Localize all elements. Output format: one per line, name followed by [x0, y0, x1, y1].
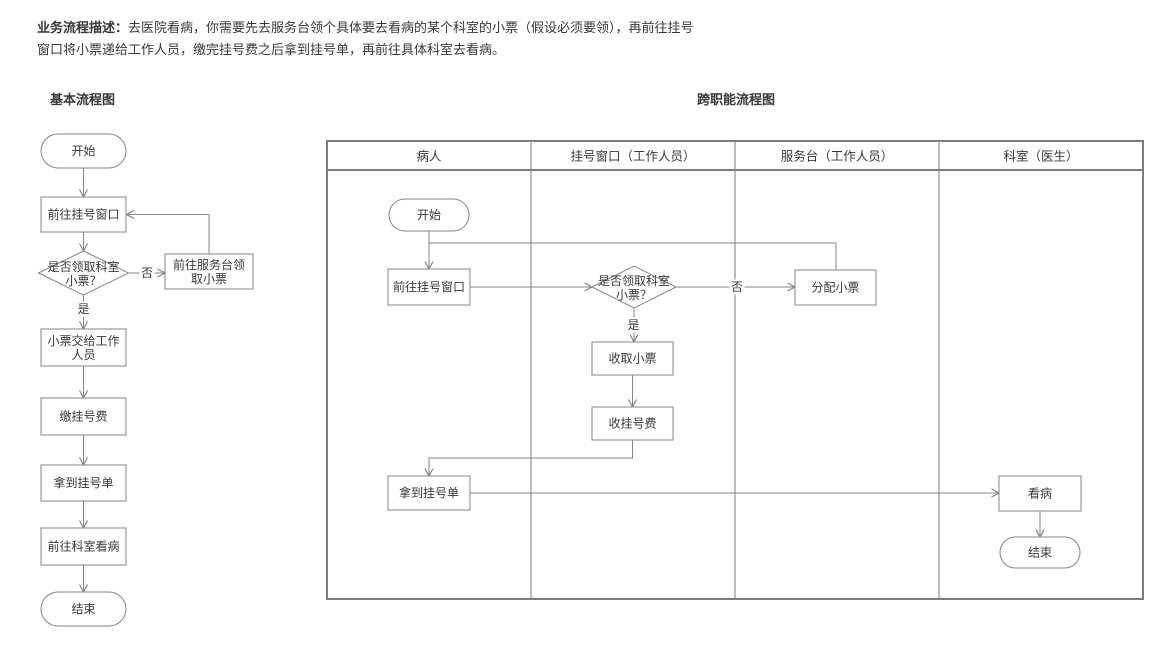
- basic-end-label: 结束: [71, 602, 95, 616]
- sl-collect-ticket-label: 收取小票: [608, 352, 656, 366]
- basic-get-slip-label: 拿到挂号单: [53, 475, 113, 490]
- sl-goto-window-label: 前往挂号窗口: [393, 279, 465, 294]
- basic-give-ticket-label-1: 小票交给工作: [47, 333, 119, 348]
- sl-goto-window-node: [387, 268, 471, 306]
- sl-see-doctor-label: 看病: [1028, 486, 1052, 501]
- swimlane-nodes: 开始 前往挂号窗口 是否领取科室 小票？ 分配小票 收取小票 收挂号费 拿到挂号…: [387, 198, 1082, 569]
- basic-no-label: 否: [141, 266, 153, 280]
- basic-get-ticket-label-1: 前往服务台领: [173, 257, 245, 272]
- sl-yes-label-bg: [626, 317, 641, 333]
- sl-decision-node: [590, 265, 678, 309]
- basic-end-node: [40, 591, 127, 627]
- sl-end-node: [999, 536, 1081, 569]
- sl-assign-ticket-label: 分配小票: [811, 281, 859, 295]
- swimlane-table: 病人 挂号窗口（工作人员） 服务台（工作人员） 科室（医生）: [326, 140, 1144, 600]
- sl-yes-label: 是: [627, 318, 639, 332]
- basic-give-ticket-node: [40, 328, 127, 367]
- lane-header-patient: 病人: [416, 149, 442, 164]
- sl-get-slip-label: 拿到挂号单: [399, 485, 459, 500]
- lane-header-registration-window: 挂号窗口（工作人员）: [570, 150, 695, 164]
- sl-decision-label-1: 是否领取科室: [598, 273, 670, 288]
- description-text-1: 去医院看病，你需要先去服务台领个具体要去看病的某个科室的小票（假设必须要领），再…: [128, 20, 694, 35]
- basic-goto-window-label: 前往挂号窗口: [47, 207, 119, 222]
- sl-collect-fee-label: 收挂号费: [608, 417, 656, 431]
- sl-no-label: 否: [731, 280, 743, 294]
- lane-header-department: 科室（医生）: [1003, 149, 1078, 164]
- basic-flow-nodes: 开始 前往挂号窗口 是否领取科室 小票？ 前往服务台领 取小票 小票交给工作 人…: [37, 133, 254, 627]
- basic-flowchart-title: 基本流程图: [50, 92, 116, 107]
- basic-get-ticket-node: [164, 253, 254, 290]
- basic-start-label: 开始: [71, 144, 95, 158]
- basic-give-ticket-label-2: 人员: [71, 348, 95, 362]
- basic-decision-label-2: 小票？: [65, 274, 101, 288]
- basic-start-node: [40, 133, 127, 169]
- basic-yes-label-bg: [76, 301, 91, 317]
- cross-functional-flowchart-title: 跨职能流程图: [697, 92, 776, 107]
- basic-goto-dept-label: 前往科室看病: [47, 539, 119, 554]
- sl-collect-ticket-node: [591, 341, 674, 376]
- description-line-2: 窗口将小票递给工作人员，缴完挂号费之后拿到挂号单，再前往具体科室去看病。: [37, 39, 797, 61]
- sl-see-doctor-node: [998, 475, 1082, 512]
- sl-assign-ticket-node: [794, 269, 877, 306]
- swimlane-connectors: [424, 231, 1045, 539]
- sl-connector-fee-to-slip: [424, 440, 633, 478]
- basic-yes-label: 是: [77, 302, 89, 316]
- sl-get-slip-node: [387, 475, 471, 511]
- description-line-1: 业务流程描述：去医院看病，你需要先去服务台领个具体要去看病的某个科室的小票（假设…: [37, 17, 797, 39]
- basic-get-ticket-label-2: 取小票: [191, 272, 227, 286]
- lane-header-service-desk: 服务台（工作人员）: [781, 149, 894, 164]
- description-label: 业务流程描述：: [37, 20, 129, 35]
- connector-ticket-return: [125, 209, 210, 254]
- sl-decision-label-2: 小票？: [616, 288, 652, 302]
- basic-pay-fee-node: [40, 397, 127, 436]
- sl-connector-assign-return: [429, 242, 837, 270]
- process-description: 业务流程描述：去医院看病，你需要先去服务台领个具体要去看病的某个科室的小票（假设…: [37, 17, 797, 61]
- sl-end-label: 结束: [1028, 546, 1052, 560]
- basic-no-label-bg: [139, 265, 155, 281]
- sl-no-label-bg: [729, 279, 745, 295]
- sl-start-label: 开始: [417, 208, 441, 222]
- sl-collect-fee-node: [591, 406, 674, 441]
- sl-start-node: [388, 198, 470, 232]
- basic-goto-window-node: [40, 196, 127, 233]
- basic-decision-node: [37, 250, 130, 296]
- basic-goto-dept-node: [40, 527, 127, 566]
- basic-decision-label-1: 是否领取科室: [47, 259, 119, 274]
- basic-pay-fee-label: 缴挂号费: [59, 409, 107, 424]
- basic-get-slip-node: [40, 464, 127, 502]
- description-text-2: 窗口将小票递给工作人员，缴完挂号费之后拿到挂号单，再前往具体科室去看病。: [37, 42, 506, 57]
